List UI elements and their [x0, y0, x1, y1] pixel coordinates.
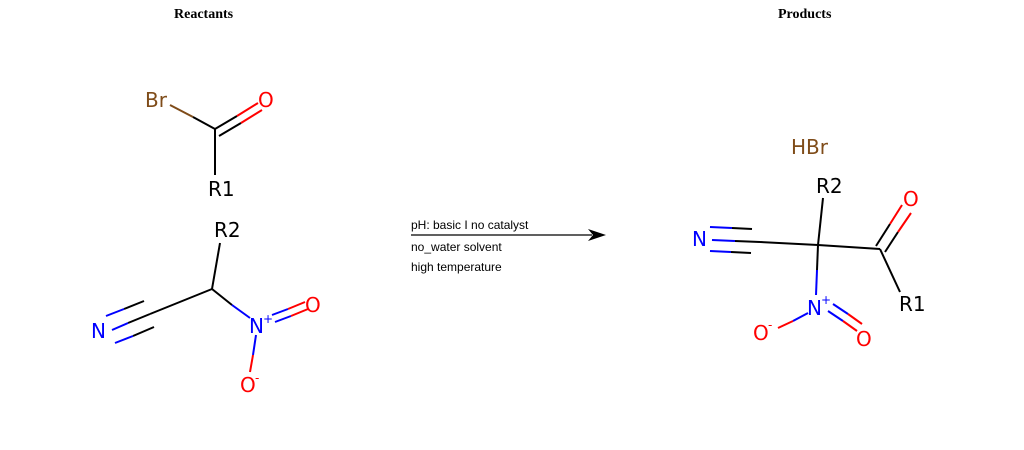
product-main: R2 N O R1 N + O - O: [692, 174, 926, 351]
condition-ph-catalyst: pH: basic I no catalyst: [411, 218, 529, 232]
atom-n-nitrile: N: [91, 319, 106, 343]
atom-n-nitro: N: [249, 314, 264, 338]
condition-solvent: no_water solvent: [411, 240, 502, 254]
charge-plus: +: [821, 293, 831, 307]
atom-o-single: O: [753, 321, 769, 345]
charge-minus: -: [255, 371, 259, 385]
atom-br: Br: [145, 88, 168, 112]
atom-r2: R2: [816, 174, 843, 198]
charge-plus: +: [263, 312, 273, 326]
atom-r1: R1: [899, 292, 926, 316]
reactants-heading: Reactants: [174, 7, 234, 22]
atom-o-double: O: [856, 327, 872, 351]
atom-o-single: O: [240, 373, 256, 397]
product-hbr: HBr: [791, 135, 829, 159]
atom-r1: R1: [208, 177, 235, 201]
arrow-head-icon: [588, 229, 606, 241]
atom-o-carbonyl: O: [903, 187, 919, 211]
atom-n-nitro: N: [807, 296, 822, 320]
atom-r2: R2: [214, 218, 241, 242]
products-heading: Products: [778, 7, 832, 22]
reaction-arrow-group: pH: basic I no catalyst no_water solvent…: [411, 218, 606, 274]
atom-n-nitrile: N: [692, 227, 707, 251]
reactant-nitro-nitrile: R2 N N + O O -: [91, 218, 321, 397]
reactant-acyl-bromide: Br O R1: [145, 88, 274, 201]
atom-o-double: O: [305, 293, 321, 317]
condition-temperature: high temperature: [411, 260, 502, 274]
atom-o: O: [258, 88, 274, 112]
charge-minus: -: [768, 318, 772, 332]
